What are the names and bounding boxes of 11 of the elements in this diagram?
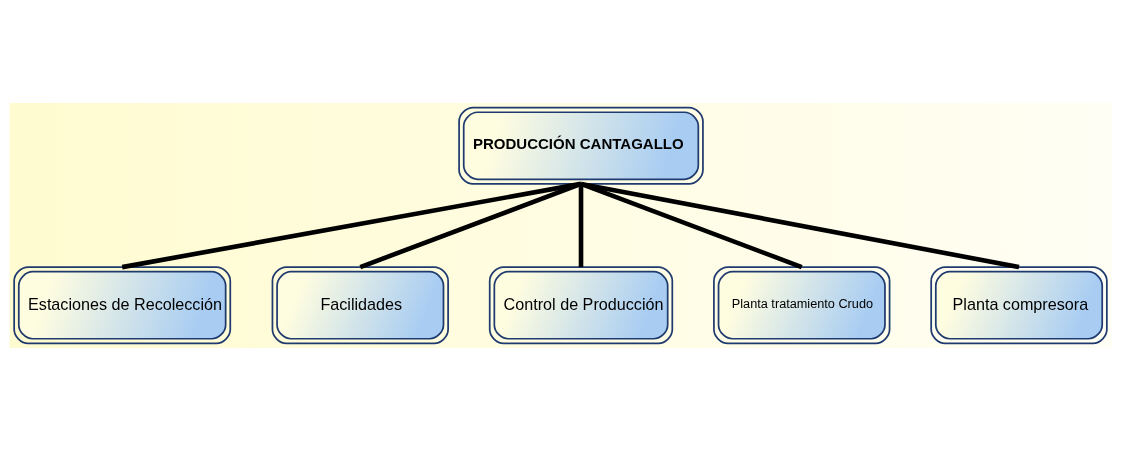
- node-box: Control de Producción: [488, 266, 674, 345]
- node-box: Estaciones de Recolección: [13, 266, 232, 345]
- node-box: Facilidades: [271, 266, 449, 345]
- connector: [580, 181, 803, 270]
- connector: [121, 181, 582, 270]
- node-box: PRODUCCIÓN CANTAGALLO: [458, 106, 704, 185]
- connector: [578, 183, 584, 268]
- connector: [359, 181, 582, 270]
- connector: [580, 181, 1020, 270]
- node-box: Planta tratamiento Crudo: [713, 266, 891, 345]
- node-box: Planta compresora: [930, 266, 1108, 345]
